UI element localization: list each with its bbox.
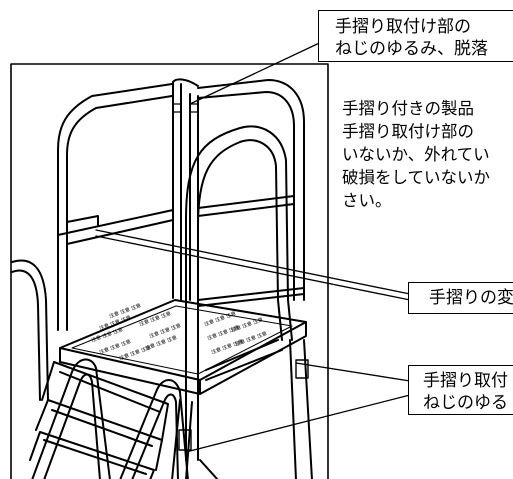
platform-legs	[171, 339, 313, 479]
caution-mark: 注意 注意 注意	[148, 322, 182, 340]
callout-top-line1: 手摺り取付け部の	[335, 17, 471, 37]
note-line-3: いないか、外れてい	[342, 145, 490, 164]
note-line-1: 手摺り付きの製品	[342, 99, 474, 118]
callout-bottom-mount-screw: 手摺り取付 ねじのゆる	[408, 365, 513, 415]
drawing-frame	[10, 63, 329, 479]
note-line-4: 破損をしていないか	[342, 168, 491, 187]
platform-deck	[59, 299, 307, 395]
note-line-5: さい。	[342, 191, 392, 210]
back-right-handrail	[197, 79, 305, 301]
front-right-handrail	[185, 125, 293, 461]
left-side-rails	[11, 259, 49, 401]
callout-bottom-line2: ねじのゆる	[423, 393, 508, 413]
caution-mark: 注意 注意 注意	[203, 310, 237, 328]
left-mid-rail	[57, 209, 174, 245]
callout-top-screw-loosening: 手摺り取付け部の ねじのゆるみ、脱落	[318, 10, 513, 62]
back-left-handrail	[57, 83, 173, 331]
note-line-2: 手摺り取付け部の	[342, 122, 474, 141]
callout-middle-text: 手摺りの変	[429, 288, 513, 308]
stair-rails	[31, 358, 189, 479]
inspection-note: 手摺り付きの製品 手摺り取付け部の いないか、外れてい 破損をしていないか さい…	[342, 97, 490, 212]
leader-lines	[95, 37, 411, 453]
callout-bottom-line1: 手摺り取付	[423, 371, 508, 391]
right-mid-rails	[197, 195, 305, 307]
callout-top-line2: ねじのゆるみ、脱落	[335, 39, 488, 59]
callout-middle-handrail-deformation: 手摺りの変	[408, 282, 513, 314]
